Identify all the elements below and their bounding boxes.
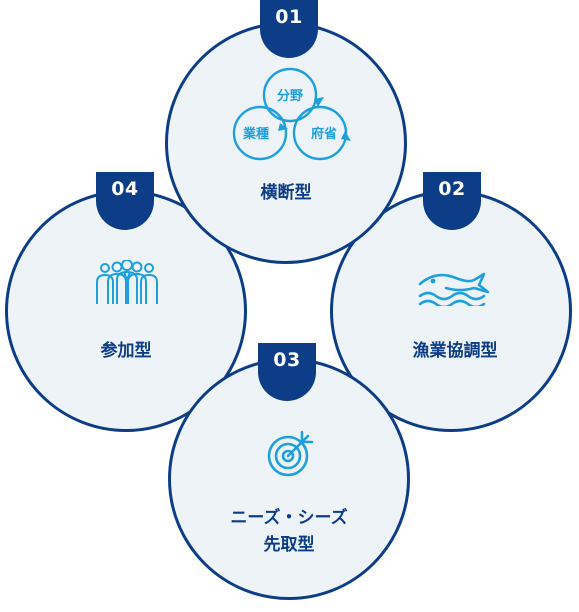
badge-01: 01 [260,0,318,58]
fish-wave-icon [418,272,490,306]
label-needs-seeds-line1: ニーズ・シーズ [230,508,348,528]
target-icon [267,430,314,477]
badge-03: 03 [258,343,316,401]
venn-label-industry: 業種 [242,126,269,142]
venn-label-ministry: 府省 [311,126,337,142]
badge-02: 02 [423,172,481,230]
label-fishery-cooperation: 漁業協調型 [412,341,498,361]
people-group-icon [96,260,158,304]
venn-label-field: 分野 [277,88,303,104]
label-participation: 参加型 [100,341,152,361]
circle-needs-seeds [168,358,410,600]
circle-cross-sectional [165,22,407,264]
label-cross-sectional: 横断型 [260,183,312,203]
label-needs-seeds-line2: 先取型 [263,535,315,555]
badge-04: 04 [96,172,154,230]
venn-diagram-icon: 分野 業種 府省 [232,67,351,161]
